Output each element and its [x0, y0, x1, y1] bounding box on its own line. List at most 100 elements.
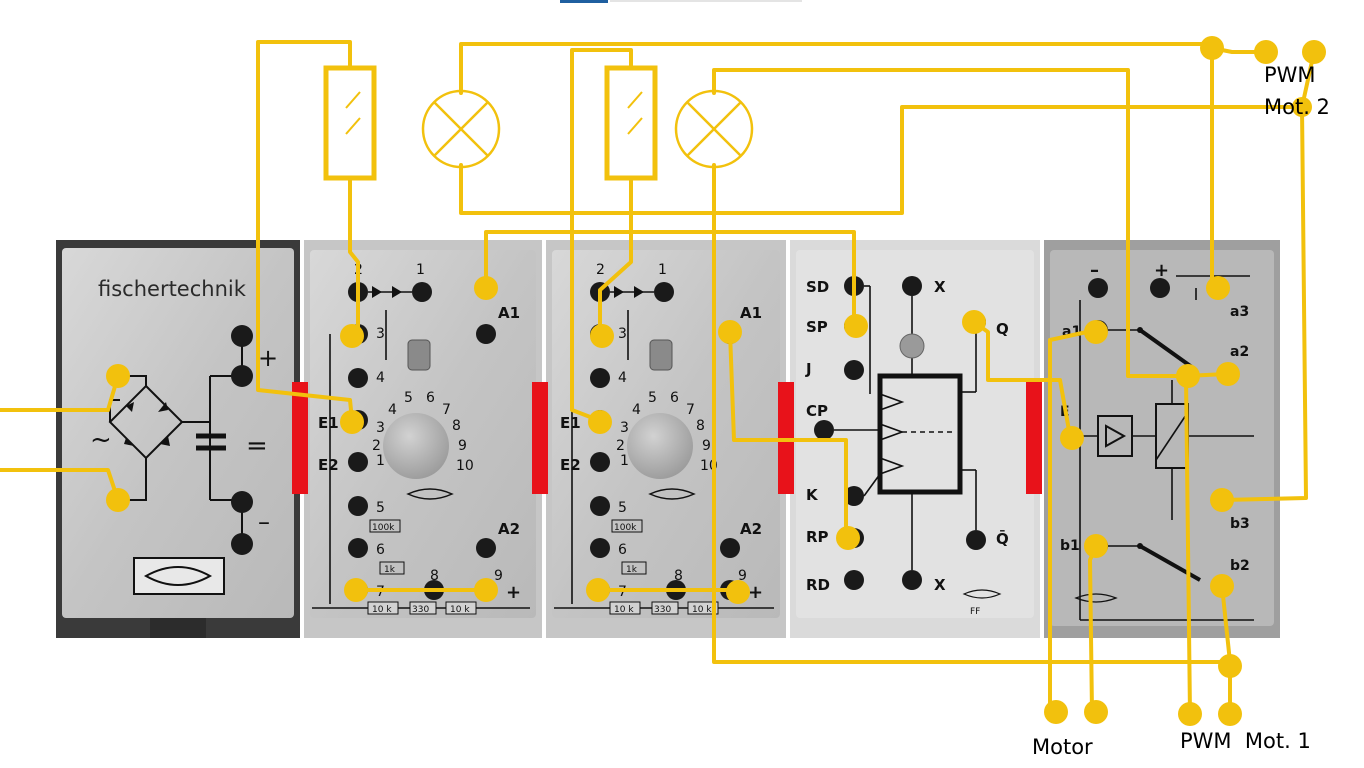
plug-points: [106, 36, 1326, 726]
e1-label: E1: [560, 414, 581, 432]
led-indicator: [899, 333, 925, 359]
pin-1-label: 1: [658, 262, 667, 278]
svg-text:2: 2: [372, 438, 381, 454]
svg-text:10 k: 10 k: [614, 605, 634, 615]
minus-label: –: [1090, 260, 1099, 281]
svg-text:100k: 100k: [614, 523, 637, 533]
resistor-labels: 100k 1k 10 k 330 10 k: [367, 519, 477, 615]
pin-5-label: 5: [376, 500, 385, 516]
svg-text:3: 3: [376, 420, 385, 436]
top-strip-grey: [610, 0, 802, 2]
fish-logo-icon: [648, 488, 696, 500]
svg-text:7: 7: [442, 402, 451, 418]
dial-scale: 1 2 3 4 5 6 7 8 9 10: [372, 390, 474, 474]
sp-label: SP: [806, 318, 828, 336]
time-dial-knob[interactable]: [627, 413, 693, 479]
resistor-labels: 100k 1k 10 k 330 10 k: [609, 519, 719, 615]
plus-label: +: [748, 582, 763, 603]
svg-text:8: 8: [452, 418, 461, 434]
pin-3-label: 3: [376, 326, 385, 342]
pin-1-label: 1: [416, 262, 425, 278]
pin-4-label: 4: [618, 370, 627, 386]
pwm-mot2-line1: PWM: [1264, 63, 1316, 87]
a2-label: A2: [498, 520, 520, 538]
svg-text:1: 1: [376, 453, 385, 469]
svg-text:1: 1: [620, 453, 629, 469]
pin-3-label: 3: [618, 326, 627, 342]
plus-label: +: [258, 344, 278, 372]
power-supply-module: fischertechnik + – ~ =: [56, 240, 300, 638]
lamp-bulb: [649, 339, 673, 371]
pin-4-label: 4: [376, 370, 385, 386]
rp-label: RP: [806, 528, 829, 546]
cp-label: CP: [806, 402, 828, 420]
pin-9-label: 9: [494, 568, 503, 584]
plus-label: +: [1154, 260, 1169, 281]
minus-label: –: [258, 508, 270, 536]
svg-text:1k: 1k: [384, 565, 396, 575]
phototransistor-icon: [604, 65, 658, 181]
pin-6-label: 6: [376, 542, 385, 558]
svg-text:10: 10: [456, 458, 474, 474]
svg-text:3: 3: [620, 420, 629, 436]
pin-8-label: 8: [674, 568, 683, 584]
pwm-mot1-label: PWM Mot. 1: [1180, 729, 1311, 753]
x-top-label: X: [934, 278, 946, 296]
svg-text:1k: 1k: [626, 565, 638, 575]
ac-symbol: ~: [90, 425, 112, 455]
module-connectors: [292, 382, 1042, 494]
x-bottom-label: X: [934, 576, 946, 594]
b3-label: b3: [1230, 516, 1250, 532]
pwm-mot2-label: PWM Mot. 2: [1264, 63, 1330, 119]
svg-text:7: 7: [686, 402, 695, 418]
pin-5-label: 5: [618, 500, 627, 516]
e1-label: E1: [318, 414, 339, 432]
fish-logo-icon: [406, 488, 454, 500]
svg-text:5: 5: [648, 390, 657, 406]
rd-label: RD: [806, 576, 830, 594]
a3-label: a3: [1230, 304, 1249, 320]
fish-logo-icon: [1074, 593, 1118, 603]
q-bar-label: Q̄: [996, 528, 1009, 548]
svg-text:10 k: 10 k: [372, 605, 392, 615]
wires: [0, 40, 1316, 716]
e2-label: E2: [560, 456, 581, 474]
a2-label: A2: [740, 520, 762, 538]
sd-label: SD: [806, 278, 829, 296]
phototransistor-icon: [323, 65, 377, 181]
a1-label: A1: [498, 304, 520, 322]
svg-text:4: 4: [388, 402, 397, 418]
flipflop-symbol: [877, 373, 963, 495]
svg-text:6: 6: [426, 390, 435, 406]
pwm-mot2-line2: Mot. 2: [1264, 95, 1330, 119]
amplifier-icon: [1097, 415, 1133, 457]
top-strip: [560, 0, 608, 3]
fish-logo-icon: [133, 557, 225, 595]
a2-label: a2: [1230, 344, 1249, 360]
lamp-bulb: [407, 339, 431, 371]
b2-label: b2: [1230, 558, 1250, 574]
svg-text:4: 4: [632, 402, 641, 418]
motor-label: Motor: [1032, 735, 1093, 759]
lamp-icon: [421, 89, 501, 169]
lamp-icon: [674, 89, 754, 169]
power-sockets[interactable]: [231, 325, 253, 555]
j-label: J: [805, 360, 812, 378]
pin-8-label: 8: [430, 568, 439, 584]
svg-text:6: 6: [670, 390, 679, 406]
pin-6-label: 6: [618, 542, 627, 558]
brand-logo: fischertechnik: [98, 277, 247, 301]
pin-2-label: 2: [596, 262, 605, 278]
svg-text:9: 9: [702, 438, 711, 454]
pin-9-label: 9: [738, 568, 747, 584]
svg-text:10 k: 10 k: [692, 605, 712, 615]
plus-label: +: [506, 582, 521, 603]
b1-label: b1: [1060, 538, 1080, 554]
timer-module-1: 2 1 3 4 5 6 7 8 9 E1 E2 A1 A2 +: [304, 240, 542, 638]
svg-text:100k: 100k: [372, 523, 395, 533]
ff-tag: FF: [970, 607, 980, 617]
time-dial-knob[interactable]: [383, 413, 449, 479]
svg-text:2: 2: [616, 438, 625, 454]
q-label: Q: [996, 320, 1009, 338]
